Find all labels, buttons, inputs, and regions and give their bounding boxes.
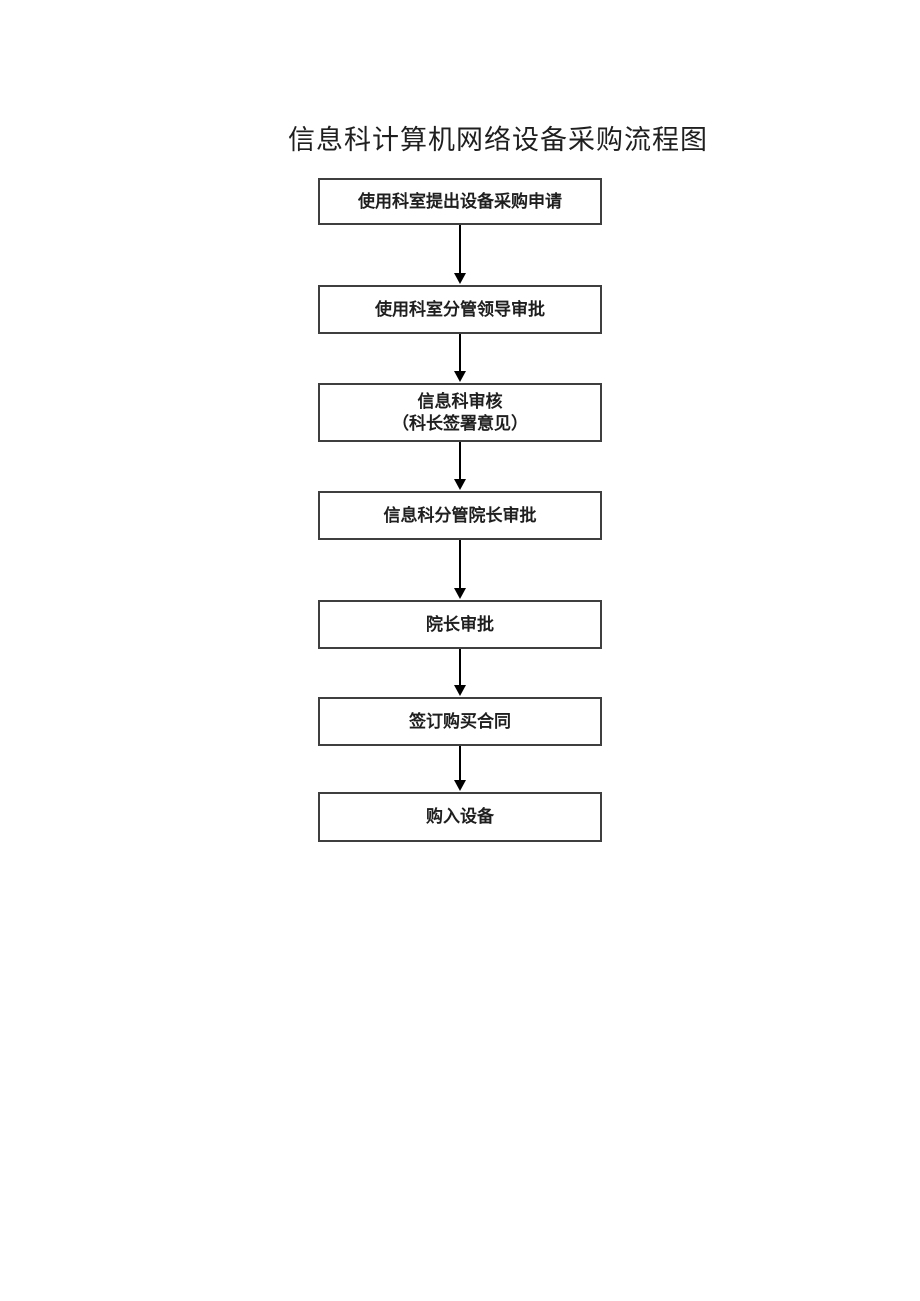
- flow-node-5: 院长审批: [318, 600, 602, 649]
- flow-node-label: 使用科室分管领导审批: [375, 299, 545, 319]
- flow-connector-line: [459, 746, 461, 789]
- flow-connector-line: [459, 442, 461, 488]
- flow-node-label: （科长签署意见）: [392, 413, 528, 433]
- arrow-down-icon: [454, 273, 466, 284]
- flow-node-2: 使用科室分管领导审批: [318, 285, 602, 334]
- flow-connector-line: [459, 649, 461, 694]
- flow-connector-line: [459, 540, 461, 597]
- arrow-down-icon: [454, 588, 466, 599]
- flow-node-label: 院长审批: [426, 614, 494, 634]
- arrow-down-icon: [454, 685, 466, 696]
- flow-node-label: 购入设备: [426, 807, 494, 826]
- flow-node-3: 信息科审核（科长签署意见）: [318, 383, 602, 442]
- flow-node-label: 签订购买合同: [409, 711, 511, 731]
- page-title: 信息科计算机网络设备采购流程图: [288, 125, 708, 155]
- flow-node-7: 购入设备: [318, 792, 602, 842]
- arrow-down-icon: [454, 371, 466, 382]
- flow-node-4: 信息科分管院长审批: [318, 491, 602, 540]
- flow-node-1: 使用科室提出设备采购申请: [318, 178, 602, 225]
- flow-node-6: 签订购买合同: [318, 697, 602, 746]
- flow-node-label: 使用科室提出设备采购申请: [358, 191, 562, 211]
- flow-connector-line: [459, 334, 461, 380]
- arrow-down-icon: [454, 479, 466, 490]
- flow-node-label: 信息科审核: [417, 391, 503, 411]
- arrow-down-icon: [454, 780, 466, 791]
- flow-connector-line: [459, 225, 461, 282]
- flow-node-label: 信息科分管院长审批: [383, 505, 537, 525]
